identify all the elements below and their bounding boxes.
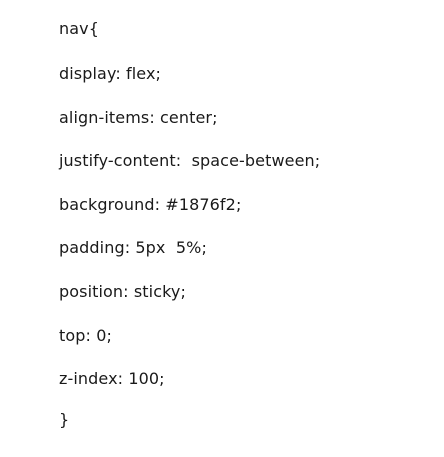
- code-line-selector-close: }: [59, 410, 70, 429]
- code-line-justify-content: justify-content: space-between;: [59, 151, 321, 170]
- code-line-z-index: z-index: 100;: [59, 369, 165, 388]
- code-line-selector-open: nav{: [59, 19, 99, 38]
- code-line-display: display: flex;: [59, 64, 162, 83]
- code-line-position: position: sticky;: [59, 282, 186, 301]
- code-line-padding: padding: 5px 5%;: [59, 238, 207, 257]
- code-line-background: background: #1876f2;: [59, 195, 242, 214]
- code-line-top: top: 0;: [59, 326, 112, 345]
- code-line-align-items: align-items: center;: [59, 108, 218, 127]
